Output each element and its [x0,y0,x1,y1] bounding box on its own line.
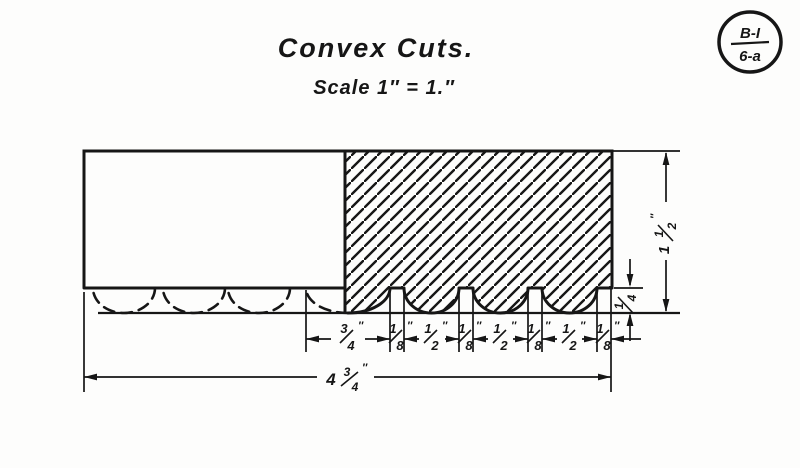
dim-num: 1 [612,302,626,309]
badge-divider [730,40,770,46]
inch-mark: ″ [614,320,620,332]
dashed-arc-path [91,286,350,315]
fraction-bars-path [339,329,610,387]
dim-den: 8 [534,338,542,353]
dim-num: 3 [340,321,348,336]
dim-num: 3 [344,365,351,379]
dim-den: 2 [568,338,577,353]
inch-mark: ″ [609,284,621,290]
inch-mark: ″ [580,320,586,332]
dim-num: 1 [424,321,431,336]
dim-den: 4 [625,294,639,302]
dim-label-1-8-c: 1 8 ″ [527,320,551,353]
badge-bottom-label: 6-a [739,48,761,65]
overall-width-label: 4 3 4 ″ [325,362,368,394]
dim-label-1-2-b: 1 2 ″ [493,320,517,353]
dim-num: 1 [596,321,603,336]
dim-label-1-2-c: 1 2 ″ [562,320,586,353]
dim-den: 2 [430,338,439,353]
dim-whole: 1 [656,246,673,254]
dim-den: 2 [499,338,508,353]
dim-whole: 4 [325,370,336,389]
fraction-bar [617,296,634,314]
inch-mark: ″ [362,362,368,374]
inch-mark: ″ [442,320,448,332]
inch-mark: ″ [649,213,661,219]
dim-den: 2 [665,222,679,230]
extension-lines [83,150,680,392]
dim-den: 4 [346,338,355,353]
dim-label-1-2-a: 1 2 ″ [424,320,448,353]
dim-den: 8 [603,338,611,353]
dim-num: 1 [493,321,500,336]
inch-mark: ″ [545,320,551,332]
dim-num: 1 [527,321,534,336]
dim-num: 1 [652,230,666,237]
cut-depth-label: 1 4 ″ [609,284,639,314]
board-rect-path [82,149,614,314]
hatch-fill [345,151,612,313]
inch-mark: ″ [511,320,517,332]
inch-mark: ″ [407,320,413,332]
inch-mark: ″ [358,320,364,332]
badge-circle [717,10,783,74]
badge-top-label: B-I [740,25,761,42]
overall-height-label: 1 1 2 ″ [649,213,679,254]
dim-den: 8 [396,338,404,353]
segment-dimension-labels: 3 4 ″ 1 8 ″ 1 2 ″ 1 8 ″ 1 2 ″ 1 8 ″ [340,320,620,353]
dashed-layout-arcs [91,286,350,315]
fraction-bars [339,329,610,387]
dim-label-1-8-d: 1 8 ″ [596,320,620,353]
dim-label-1-8-a: 1 8 ″ [389,320,413,353]
dim-label-3-4: 3 4 ″ [340,320,364,353]
plate-badge: B-I 6-a [717,10,783,74]
dim-label-1-8-b: 1 8 ″ [458,320,482,353]
inch-mark: ″ [476,320,482,332]
fraction-bar [657,224,674,242]
dim-num: 1 [458,321,465,336]
page-title: Convex Cuts. [278,33,475,63]
dim-den: 8 [465,338,473,353]
extension-lines-path [83,150,680,392]
dim-num: 1 [389,321,396,336]
scale-note: Scale 1″ = 1.″ [313,77,455,99]
dim-den: 4 [351,380,359,394]
hatched-section [345,151,612,313]
dim-num: 1 [562,321,569,336]
